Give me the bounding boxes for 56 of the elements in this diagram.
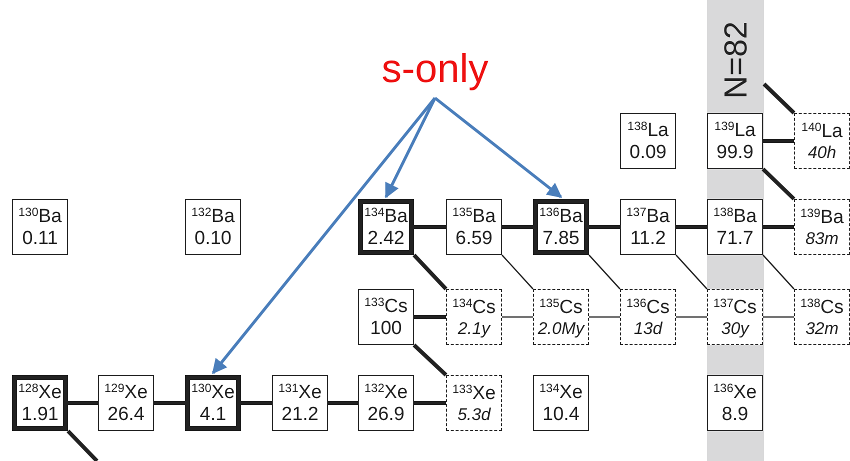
unstable-isotope-box: $^{133}$Xe 5.3d [446,375,502,431]
unstable-isotope-box: $^{138}$Cs 32m [794,289,850,345]
unstable-isotope-box: $^{139}$Ba 83m [794,199,850,255]
connector-line [66,430,98,461]
connector-line [589,316,620,318]
connector-line [328,401,358,405]
connector-line [154,401,185,405]
isotope-box: $^{129}$Xe 26.4 [98,375,154,431]
isotope-box: $^{134}$Xe 10.4 [533,375,589,431]
connector-line [763,139,794,143]
arrow [384,97,436,198]
connector-line [763,225,794,229]
connector-line [763,316,794,318]
unstable-isotope-box: $^{137}$Cs 30y [707,289,763,345]
connector-line [414,225,446,229]
arrow [434,96,562,198]
unstable-isotope-box: $^{134}$Cs 2.1y [446,289,502,345]
isotope-box: $^{134}$Ba 2.42 [358,199,414,255]
isotope-box: $^{128}$Xe 1.91 [12,375,68,431]
unstable-isotope-box: $^{140}$La 40h [794,113,850,169]
connector-line [502,316,533,318]
connector-line [414,401,446,405]
connector-line [241,401,272,405]
isotope-box: $^{131}$Xe 21.2 [272,375,328,431]
connector-line [502,254,534,290]
isotope-box: $^{133}$Cs 100 [358,289,414,345]
isotope-box: $^{130}$Xe 4.1 [185,375,241,431]
isotope-box: $^{139}$La 99.9 [707,113,763,169]
isotope-box: $^{132}$Xe 26.9 [358,375,414,431]
isotope-box: $^{135}$Ba 6.59 [446,199,502,255]
isotope-box: $^{130}$Ba 0.11 [12,199,68,255]
connector-line [414,315,446,319]
isotope-box: $^{138}$La 0.09 [620,113,676,169]
connector-line [676,254,708,290]
isotope-box: $^{138}$Ba 71.7 [707,199,763,255]
band-label: N=82 [720,21,752,99]
connector-line [762,168,796,200]
unstable-isotope-box: $^{135}$Cs 2.0My [533,289,589,345]
unstable-isotope-box: $^{136}$Cs 13d [620,289,676,345]
arrow [212,97,436,374]
connector-line [412,254,448,290]
shaded-band [707,0,764,461]
isotope-box: $^{132}$Ba 0.10 [185,199,241,255]
isotope-box: $^{136}$Xe 8.9 [707,375,763,431]
connector-line [676,316,707,318]
connector-line [412,344,448,376]
isotope-box: $^{137}$Ba 11.2 [620,199,676,255]
annotation-text: s-only [372,40,498,98]
isotope-box: $^{136}$Ba 7.85 [533,199,589,255]
connector-line [588,254,620,290]
connector-line [502,225,533,229]
connector-line [68,401,98,405]
connector-line [762,254,794,290]
connector-line [762,82,796,114]
connector-line [589,225,620,229]
connector-line [676,225,707,229]
